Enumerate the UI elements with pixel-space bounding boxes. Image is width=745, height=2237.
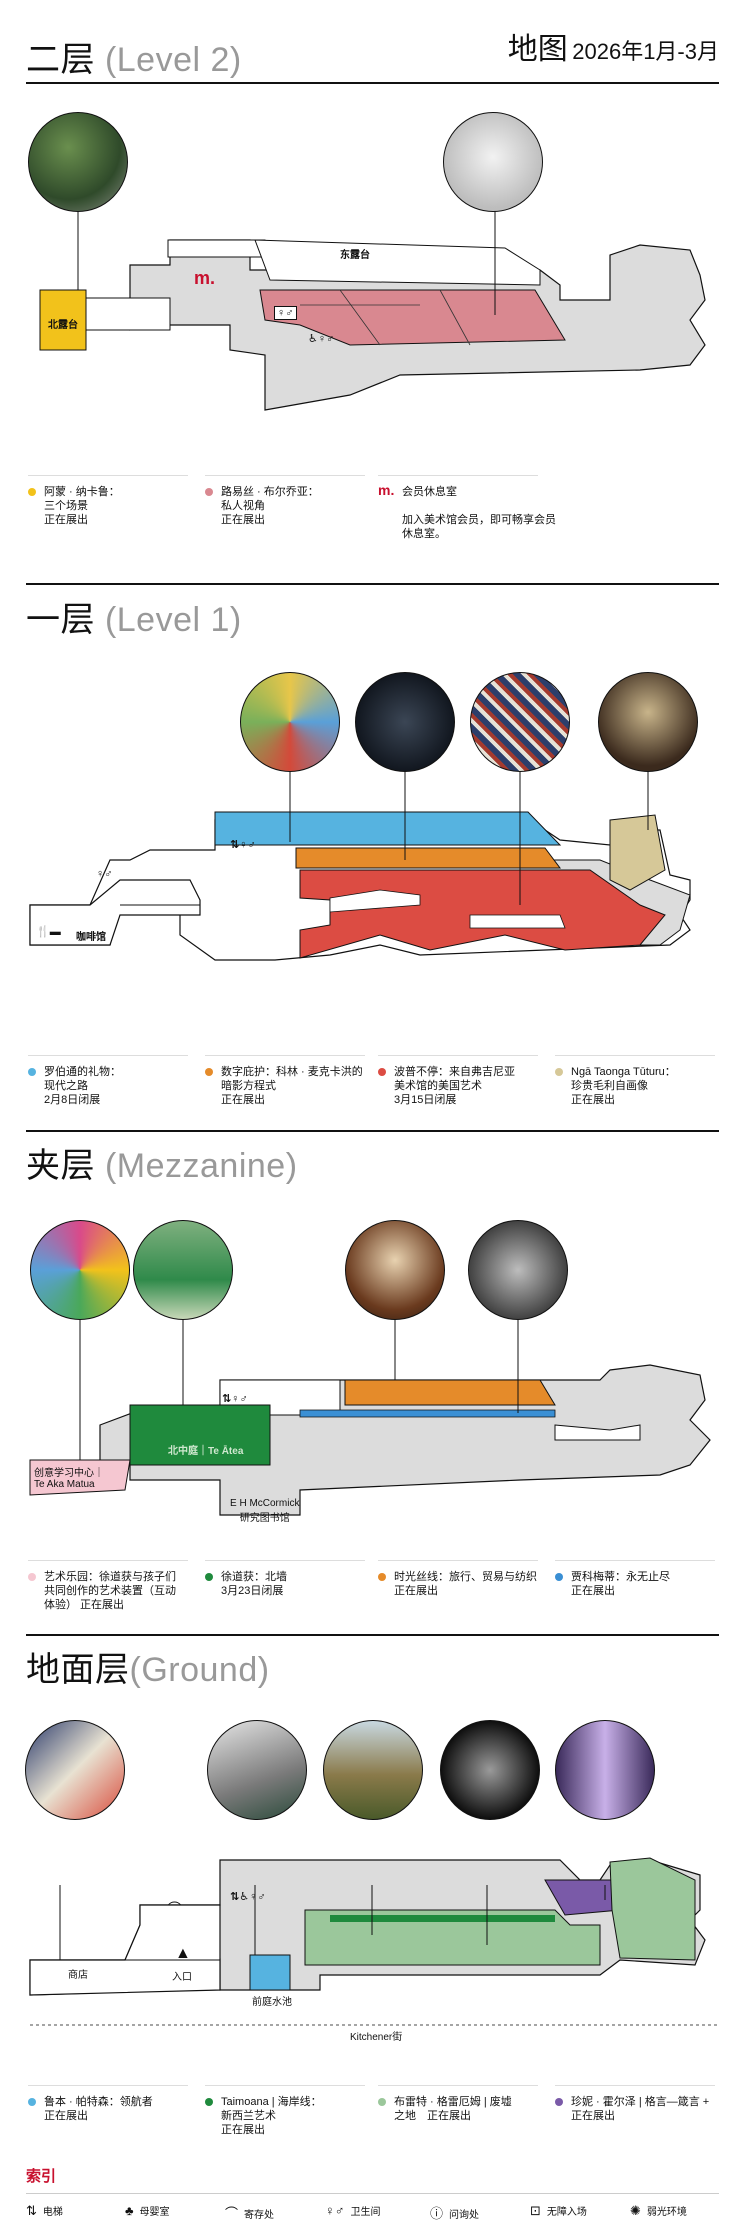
key-item-label: 弱光环境: [646, 2207, 687, 2218]
level1-photo-circle-orange: [355, 672, 455, 772]
member-lounge-icon: m.: [378, 482, 395, 498]
coat-check-icon: ⌒: [225, 2206, 239, 2221]
entrance-tree-icon: ▲: [175, 1945, 191, 1962]
map-header: 地图 2026年1月-3月: [508, 24, 719, 68]
key-item: ⊡ 无障入场: [530, 2203, 587, 2219]
divider: [26, 82, 719, 84]
ground-left-wing: [29, 1904, 221, 1996]
mezz-photo-circle-north-wall: [133, 1220, 233, 1320]
level1-blue-exhibition: [214, 811, 562, 846]
level1-left-wing: [29, 879, 201, 946]
mezz-te-atea: [129, 1404, 271, 1466]
divider: [26, 2193, 719, 2194]
ground-title: 地面层(Ground): [26, 1651, 270, 1689]
label-east-terrace: 东露台: [340, 250, 370, 261]
level1-title: 一层 (Level 1): [26, 601, 242, 639]
toilet-icon: ⇅♀♂: [222, 1393, 248, 1405]
key-item-label: 电梯: [42, 2207, 63, 2218]
divider: [26, 1130, 719, 1132]
level2-photo-circle-bourgeois: [443, 112, 543, 212]
level1-white-cut-2: [469, 914, 566, 929]
key-item: ⓘ 问询处: [430, 2203, 479, 2222]
key-item: ⇅ 电梯: [26, 2203, 63, 2219]
level2-terrace-path: [85, 297, 171, 331]
key-item: ♀♂ 卫生间: [325, 2203, 381, 2218]
level2-pink-exhibition: [259, 289, 566, 346]
ground-photo-circle-paterson: [25, 1720, 125, 1820]
label-kitchener-street: Kitchener街: [350, 2032, 403, 2043]
ground-forecourt-pool: [249, 1954, 291, 1991]
mezzanine-title: 夹层 (Mezzanine): [26, 1147, 298, 1185]
ground-photo-circle-sensory: [440, 1720, 540, 1820]
toilet-icon: ♀♂: [274, 306, 297, 320]
ground-photo-circle-holzer: [555, 1720, 655, 1820]
ground-green-strip: [330, 1915, 555, 1922]
accessible-entry-icon: ⊡: [530, 2203, 541, 2218]
mezz-photo-circle-playground: [30, 1220, 130, 1320]
key-item: ✺ 弱光环境: [630, 2203, 687, 2219]
divider: [26, 583, 719, 585]
level1-orange-exhibition: [295, 847, 561, 869]
ground-photo-circle-graham: [323, 1720, 423, 1820]
key-item: ⌒ 寄存处: [225, 2203, 274, 2222]
label-cafe: 咖啡馆: [76, 932, 106, 943]
mezz-photo-circle-giacometti: [468, 1220, 568, 1320]
toilet-icon: ⇅♿♀♂: [230, 1891, 266, 1903]
accessible-toilet-icon: ♿♀♂: [308, 333, 335, 345]
level1-photo-circle-blue: [240, 672, 340, 772]
coat-check-icon: ⌒: [168, 1901, 182, 1916]
divider: [26, 1634, 719, 1636]
label-north-terrace: 北露台: [48, 320, 78, 331]
label-te-atea: 北中庭｜Te Ātea: [168, 1446, 244, 1457]
level2-east-terrace: [254, 239, 541, 286]
toilet-icon: ♀♂: [325, 2203, 345, 2218]
info-icon: ⓘ: [430, 2206, 444, 2221]
member-lounge-icon: m.: [194, 268, 216, 288]
mezz-photo-circle-textiles: [345, 1220, 445, 1320]
label-entrance: 入口: [172, 1972, 192, 1983]
key-item: ♣ 母婴室: [125, 2203, 170, 2218]
label-forecourt-pool: 前庭水池: [252, 1997, 292, 2008]
key-item-label: 无障入场: [546, 2207, 587, 2218]
key-item-label: 母婴室: [139, 2207, 170, 2218]
ground-mint-right: [609, 1857, 696, 1961]
key-title: 索引: [26, 2168, 57, 2185]
mezz-blue-strip: [299, 1409, 556, 1418]
level1-white-cut-1: [329, 889, 421, 913]
baby-room-icon: ♣: [125, 2203, 134, 2218]
map-title: 地图: [507, 33, 568, 66]
level2-upper-strip: [167, 239, 269, 258]
mezz-orange-exhibition: [344, 1379, 556, 1406]
level1-photo-circle-red: [470, 672, 570, 772]
key-item-label: 寄存处: [244, 2210, 275, 2221]
level2-photo-circle-sculpture: [28, 112, 128, 212]
ground-mint-exhibition: [304, 1909, 601, 1966]
cafe-icon: 🍴▬: [36, 926, 61, 938]
mezz-white-right: [554, 1424, 641, 1441]
sensory-icon: ✺: [630, 2203, 641, 2218]
elevator-icon: ⇅: [26, 2203, 37, 2218]
map-date-range: 2026年1月-3月: [572, 39, 719, 64]
label-shop: 商店: [68, 1970, 88, 1981]
mezz-learning-centre: [29, 1459, 131, 1496]
label-library: E H McCormick 研究图书馆: [230, 1498, 300, 1524]
ground-photo-circle-taimoana: [207, 1720, 307, 1820]
accessible-toilet-icon: ⇅♀♂: [230, 839, 256, 851]
toilet-icon: ♀♂: [96, 868, 113, 880]
level2-title: 二层 (Level 2): [26, 41, 242, 79]
key-item-label: 卫生间: [350, 2207, 381, 2218]
level1-photo-circle-khaki: [598, 672, 698, 772]
label-learning-centre: 创意学习中心｜ Te Aka Matua: [34, 1468, 104, 1490]
key-item-label: 问询处: [449, 2210, 480, 2221]
